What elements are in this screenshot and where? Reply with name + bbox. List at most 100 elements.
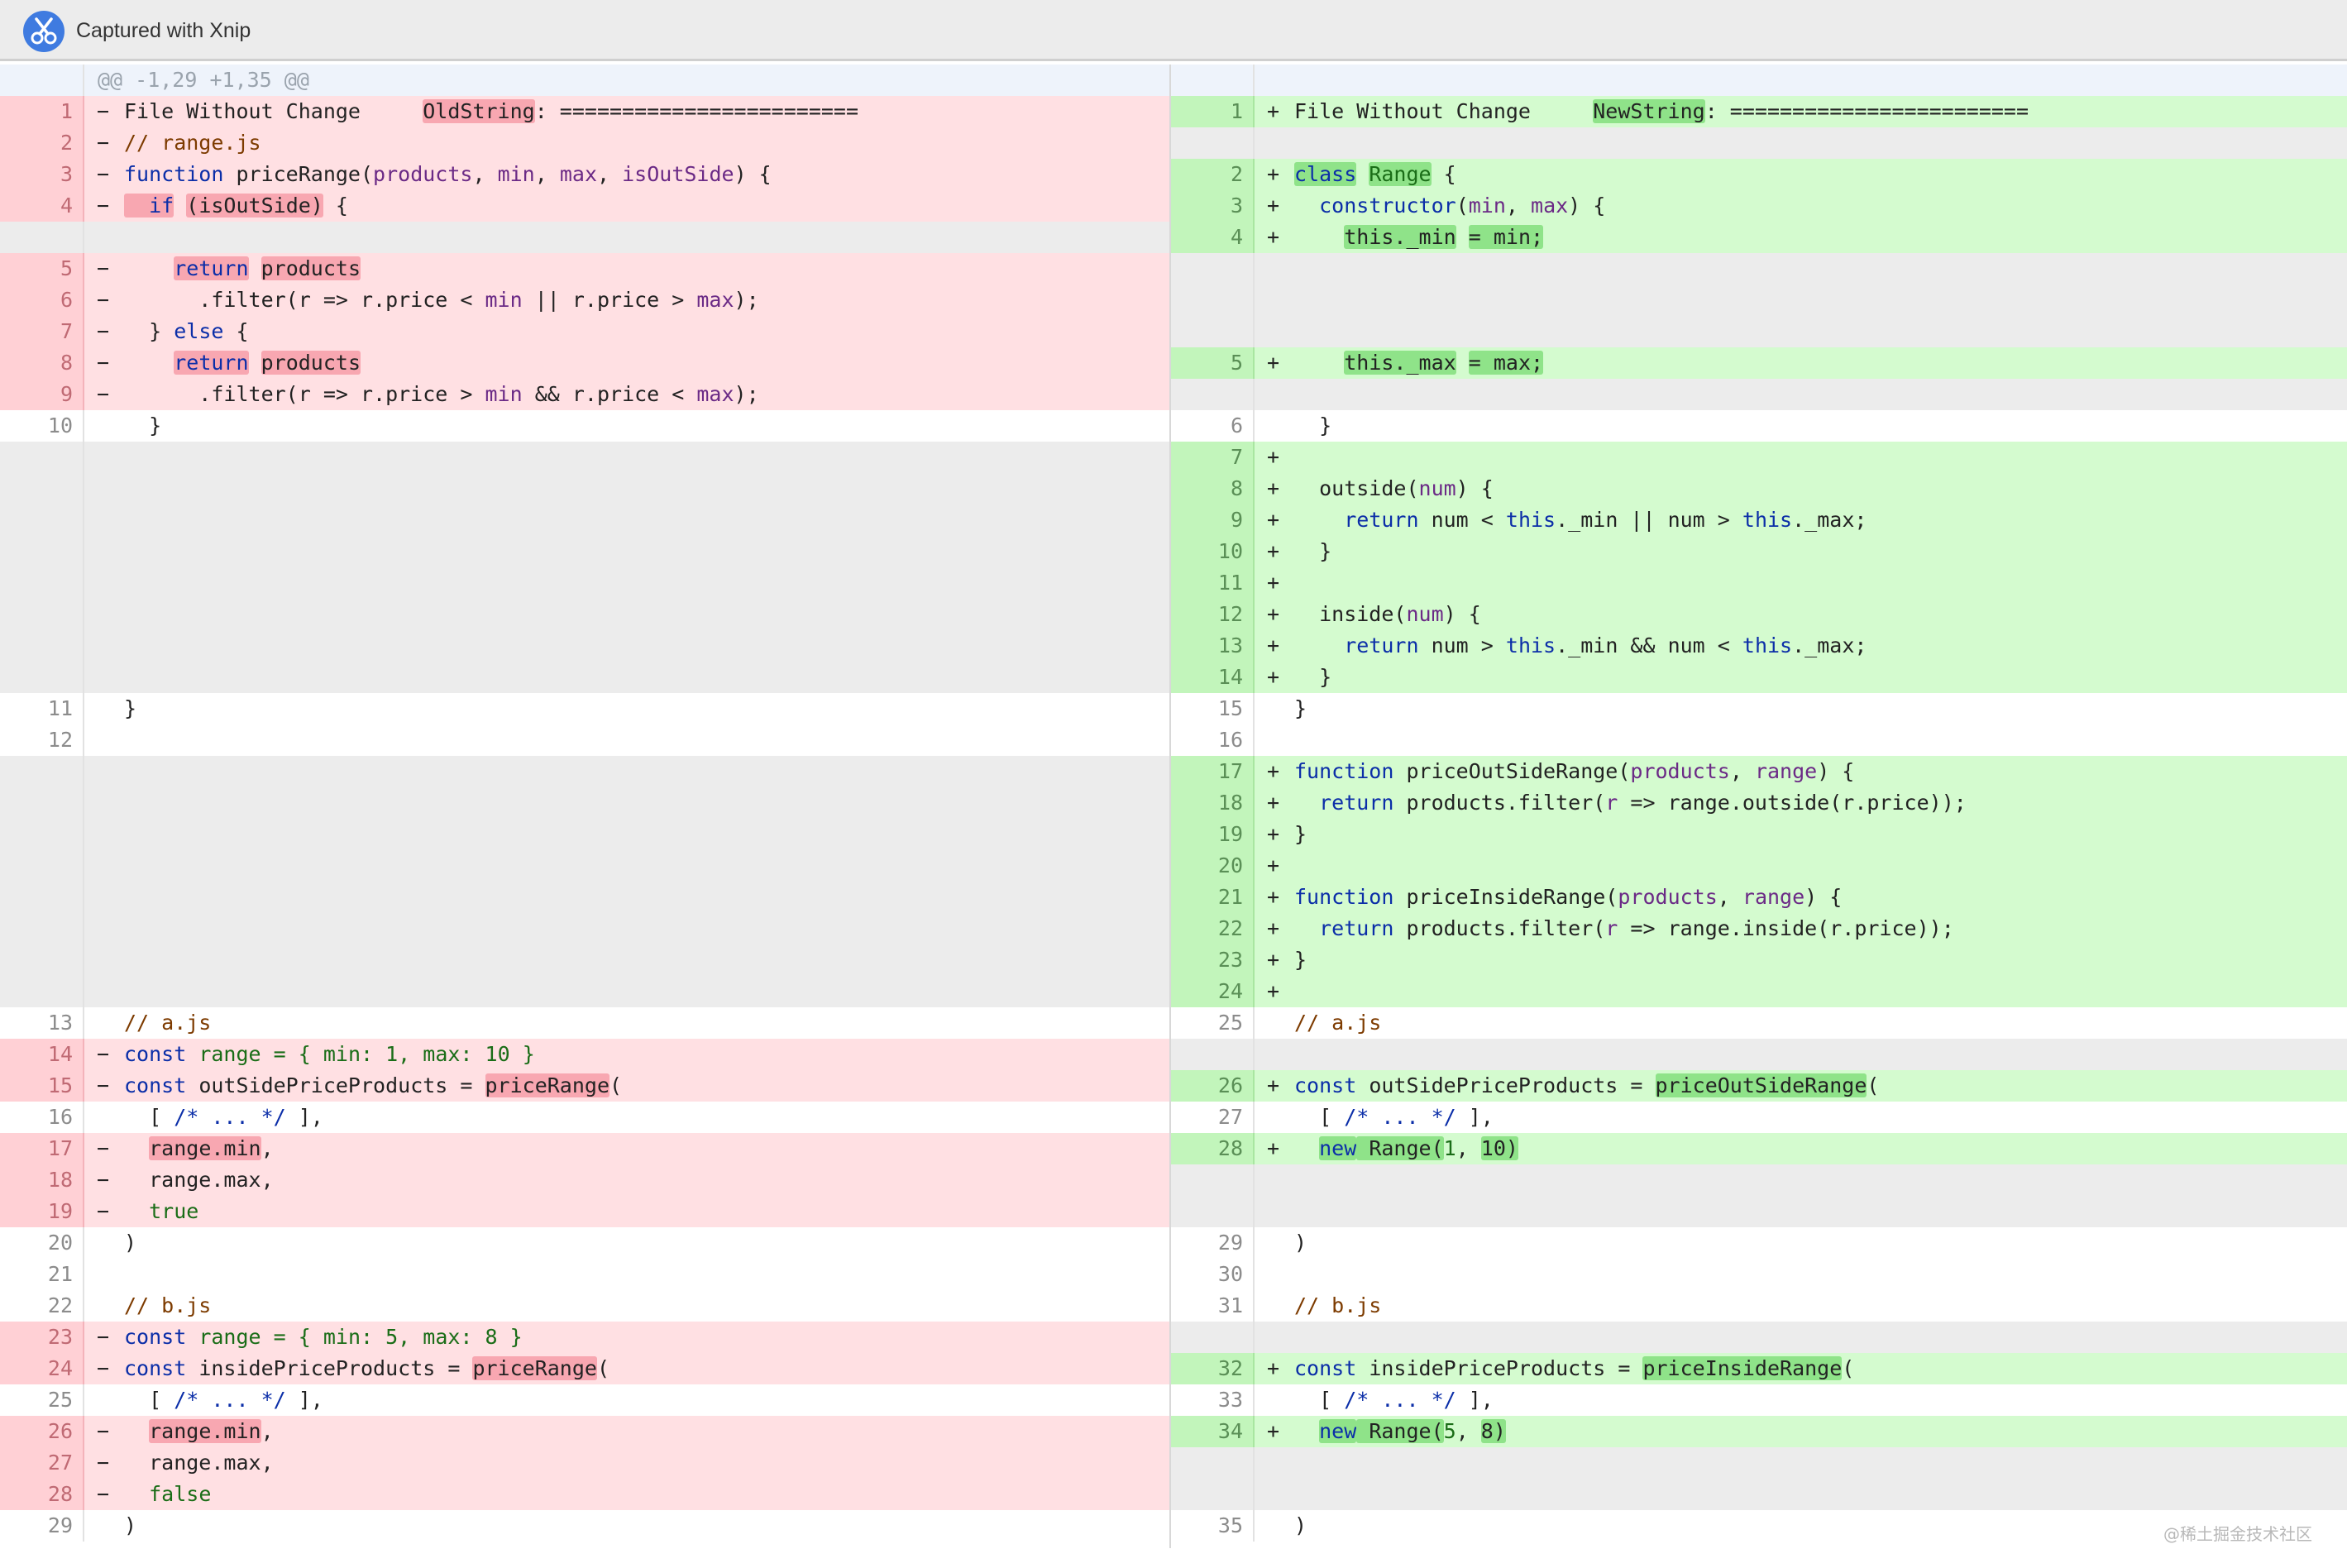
line-gutter: 25 bbox=[1170, 1007, 1255, 1039]
line-number: 27 bbox=[47, 1451, 73, 1475]
code-token: ) { bbox=[1568, 194, 1606, 218]
deleted-line: 5− return products bbox=[0, 253, 1170, 284]
line-gutter bbox=[1170, 316, 1255, 347]
addition-marker: + bbox=[1267, 1356, 1280, 1380]
line-gutter bbox=[0, 504, 84, 536]
context-line: 16 [ /* ... */ ], bbox=[0, 1102, 1170, 1133]
code-token bbox=[124, 256, 174, 280]
changed-token: 8) bbox=[1480, 1419, 1506, 1443]
code-text: } bbox=[124, 693, 136, 724]
empty-filler-line bbox=[0, 787, 1170, 819]
code-text: return num < this._min || num > this._ma… bbox=[1294, 504, 1867, 536]
added-line: 12+ inside(num) { bbox=[1170, 599, 2347, 630]
code-token: else bbox=[174, 319, 224, 343]
code-token: 10 bbox=[485, 1042, 510, 1066]
added-line: 13+ return num > this._min && num < this… bbox=[1170, 630, 2347, 662]
line-gutter: 31 bbox=[1170, 1290, 1255, 1322]
addition-marker: + bbox=[1267, 539, 1280, 563]
line-gutter: 21 bbox=[0, 1259, 84, 1290]
line-gutter: 10 bbox=[0, 410, 84, 442]
addition-marker: + bbox=[1267, 571, 1280, 595]
added-line: 18+ return products.filter(r => range.ou… bbox=[1170, 787, 2347, 819]
code-token: File Without Change bbox=[1294, 99, 1594, 123]
changed-token: 10) bbox=[1480, 1136, 1518, 1160]
code-token: } bbox=[124, 696, 137, 720]
deleted-line: 15−const outSidePriceProducts = priceRan… bbox=[0, 1070, 1170, 1102]
line-gutter: 14 bbox=[0, 1039, 84, 1070]
code-token: const bbox=[124, 1042, 187, 1066]
changed-token: products bbox=[261, 351, 361, 375]
code-token: ) bbox=[124, 1513, 137, 1537]
deletion-marker: − bbox=[97, 1419, 110, 1443]
line-number: 7 bbox=[1230, 445, 1243, 469]
code-text: new Range(1, 10) bbox=[1294, 1133, 1518, 1164]
code-token: , max: bbox=[398, 1042, 485, 1066]
code-token: || r.price > bbox=[522, 288, 697, 312]
code-token: min bbox=[485, 288, 523, 312]
addition-marker: + bbox=[1267, 759, 1280, 783]
deletion-marker: − bbox=[97, 382, 110, 406]
code-text: ) bbox=[1294, 1510, 1307, 1542]
code-token bbox=[1294, 791, 1319, 815]
code-token: } bbox=[1294, 948, 1307, 972]
line-gutter bbox=[0, 567, 84, 599]
code-text: true bbox=[124, 1196, 198, 1227]
line-gutter bbox=[0, 222, 84, 253]
line-gutter bbox=[1170, 1447, 1255, 1479]
line-number: 13 bbox=[47, 1011, 73, 1035]
code-text: File Without Change OldString: =========… bbox=[124, 96, 858, 127]
line-number: 12 bbox=[1217, 602, 1243, 626]
line-gutter bbox=[0, 850, 84, 882]
code-token: .filter(r => r.price < bbox=[124, 288, 485, 312]
code-token: const bbox=[124, 1073, 187, 1097]
changed-token: this._max bbox=[1344, 351, 1456, 375]
deletion-marker: − bbox=[97, 288, 110, 312]
code-token: } bbox=[1294, 822, 1307, 846]
code-token: constructor bbox=[1319, 194, 1456, 218]
line-gutter: 24 bbox=[1170, 976, 1255, 1007]
line-gutter bbox=[1170, 65, 1255, 96]
addition-marker: + bbox=[1267, 885, 1280, 909]
line-gutter bbox=[1170, 379, 1255, 410]
line-gutter: 20 bbox=[0, 1227, 84, 1259]
added-line: 20+ bbox=[1170, 850, 2347, 882]
code-token: : ======================== bbox=[1704, 99, 2029, 123]
hunk-header: @@ -1,29 +1,35 @@ bbox=[98, 68, 309, 92]
line-gutter bbox=[0, 473, 84, 504]
code-token: products bbox=[1630, 759, 1730, 783]
changed-token: range.min bbox=[149, 1419, 261, 1443]
context-line: 21 bbox=[0, 1259, 1170, 1290]
code-token: num bbox=[1418, 476, 1456, 500]
code-text: return products bbox=[124, 347, 361, 379]
changed-token: (isOutSide) bbox=[186, 194, 323, 218]
line-number: 23 bbox=[47, 1325, 73, 1349]
code-token: [ bbox=[124, 1388, 174, 1412]
code-token: products.filter( bbox=[1393, 791, 1606, 815]
empty-filler-line bbox=[0, 882, 1170, 913]
deleted-line: 26− range.min, bbox=[0, 1416, 1170, 1447]
addition-marker: + bbox=[1267, 665, 1280, 689]
code-token bbox=[249, 351, 261, 375]
line-number: 28 bbox=[47, 1482, 73, 1506]
addition-marker: + bbox=[1267, 508, 1280, 532]
empty-filler-line bbox=[1170, 1479, 2347, 1510]
code-text: if (isOutSide) { bbox=[124, 190, 348, 222]
code-token: ) { bbox=[1817, 759, 1855, 783]
line-gutter bbox=[0, 882, 84, 913]
line-gutter: 1 bbox=[0, 96, 84, 127]
code-token: ( bbox=[609, 1073, 623, 1097]
line-gutter: 4 bbox=[1170, 222, 1255, 253]
deletion-marker: − bbox=[97, 1482, 110, 1506]
line-gutter: 22 bbox=[0, 1290, 84, 1322]
code-token: /* ... */ bbox=[174, 1105, 286, 1129]
changed-token: return bbox=[174, 256, 249, 280]
context-line: 33 [ /* ... */ ], bbox=[1170, 1384, 2347, 1416]
line-number: 10 bbox=[1217, 539, 1243, 563]
code-token: , bbox=[1717, 885, 1742, 909]
line-number: 2 bbox=[1230, 162, 1243, 186]
code-token: => range.outside(r.price)); bbox=[1618, 791, 1967, 815]
addition-marker: + bbox=[1267, 602, 1280, 626]
empty-filler-line bbox=[1170, 1196, 2347, 1227]
line-gutter: 19 bbox=[1170, 819, 1255, 850]
code-text: // b.js bbox=[124, 1290, 211, 1322]
